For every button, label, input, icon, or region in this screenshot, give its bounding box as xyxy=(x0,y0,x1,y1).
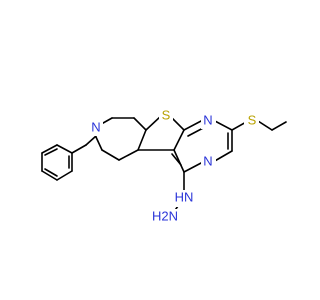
bond xyxy=(183,161,204,173)
label-mask xyxy=(172,190,196,207)
bond xyxy=(171,153,182,166)
label-mask xyxy=(90,119,103,136)
bond xyxy=(212,150,233,163)
bond xyxy=(85,135,97,146)
bond xyxy=(271,121,287,131)
bond xyxy=(41,144,58,154)
atom-labels: N S N S N HN H2N xyxy=(91,107,256,223)
pyrimidine-nitrogen-top-label: N xyxy=(203,112,212,127)
bond xyxy=(212,119,233,131)
bond-lines xyxy=(41,115,287,217)
hydrazine-nh-label: HN xyxy=(175,189,194,204)
bond xyxy=(95,136,103,151)
bond xyxy=(133,117,147,131)
ring-nitrogen-label: N xyxy=(91,119,100,134)
bond xyxy=(56,144,73,154)
thiophene-sulfur-label: S xyxy=(162,107,171,122)
bond xyxy=(41,170,58,181)
pyrimidine-nitrogen-right-label: N xyxy=(203,153,212,168)
atom-label-backgrounds xyxy=(90,107,259,226)
bond xyxy=(118,149,139,161)
label-mask xyxy=(244,113,259,130)
bond xyxy=(101,149,120,161)
label-mask xyxy=(159,107,173,124)
label-mask xyxy=(201,154,216,171)
thioether-sulfur-label: S xyxy=(248,112,257,127)
bond xyxy=(257,120,273,131)
molecule-canvas: N S N S N HN H2N xyxy=(41,107,287,226)
hydrazine-nh2-label: H2N xyxy=(152,208,178,223)
label-mask xyxy=(201,112,216,129)
label-mask xyxy=(152,209,178,226)
bond xyxy=(44,148,58,156)
bond xyxy=(56,170,73,181)
bond xyxy=(44,168,58,177)
molecule-structure: N S N S N HN H2N xyxy=(41,107,287,226)
bond xyxy=(173,129,185,151)
bond xyxy=(145,115,162,131)
bond xyxy=(71,144,87,154)
bond xyxy=(183,119,204,131)
bond xyxy=(137,129,147,151)
bond xyxy=(173,149,185,173)
